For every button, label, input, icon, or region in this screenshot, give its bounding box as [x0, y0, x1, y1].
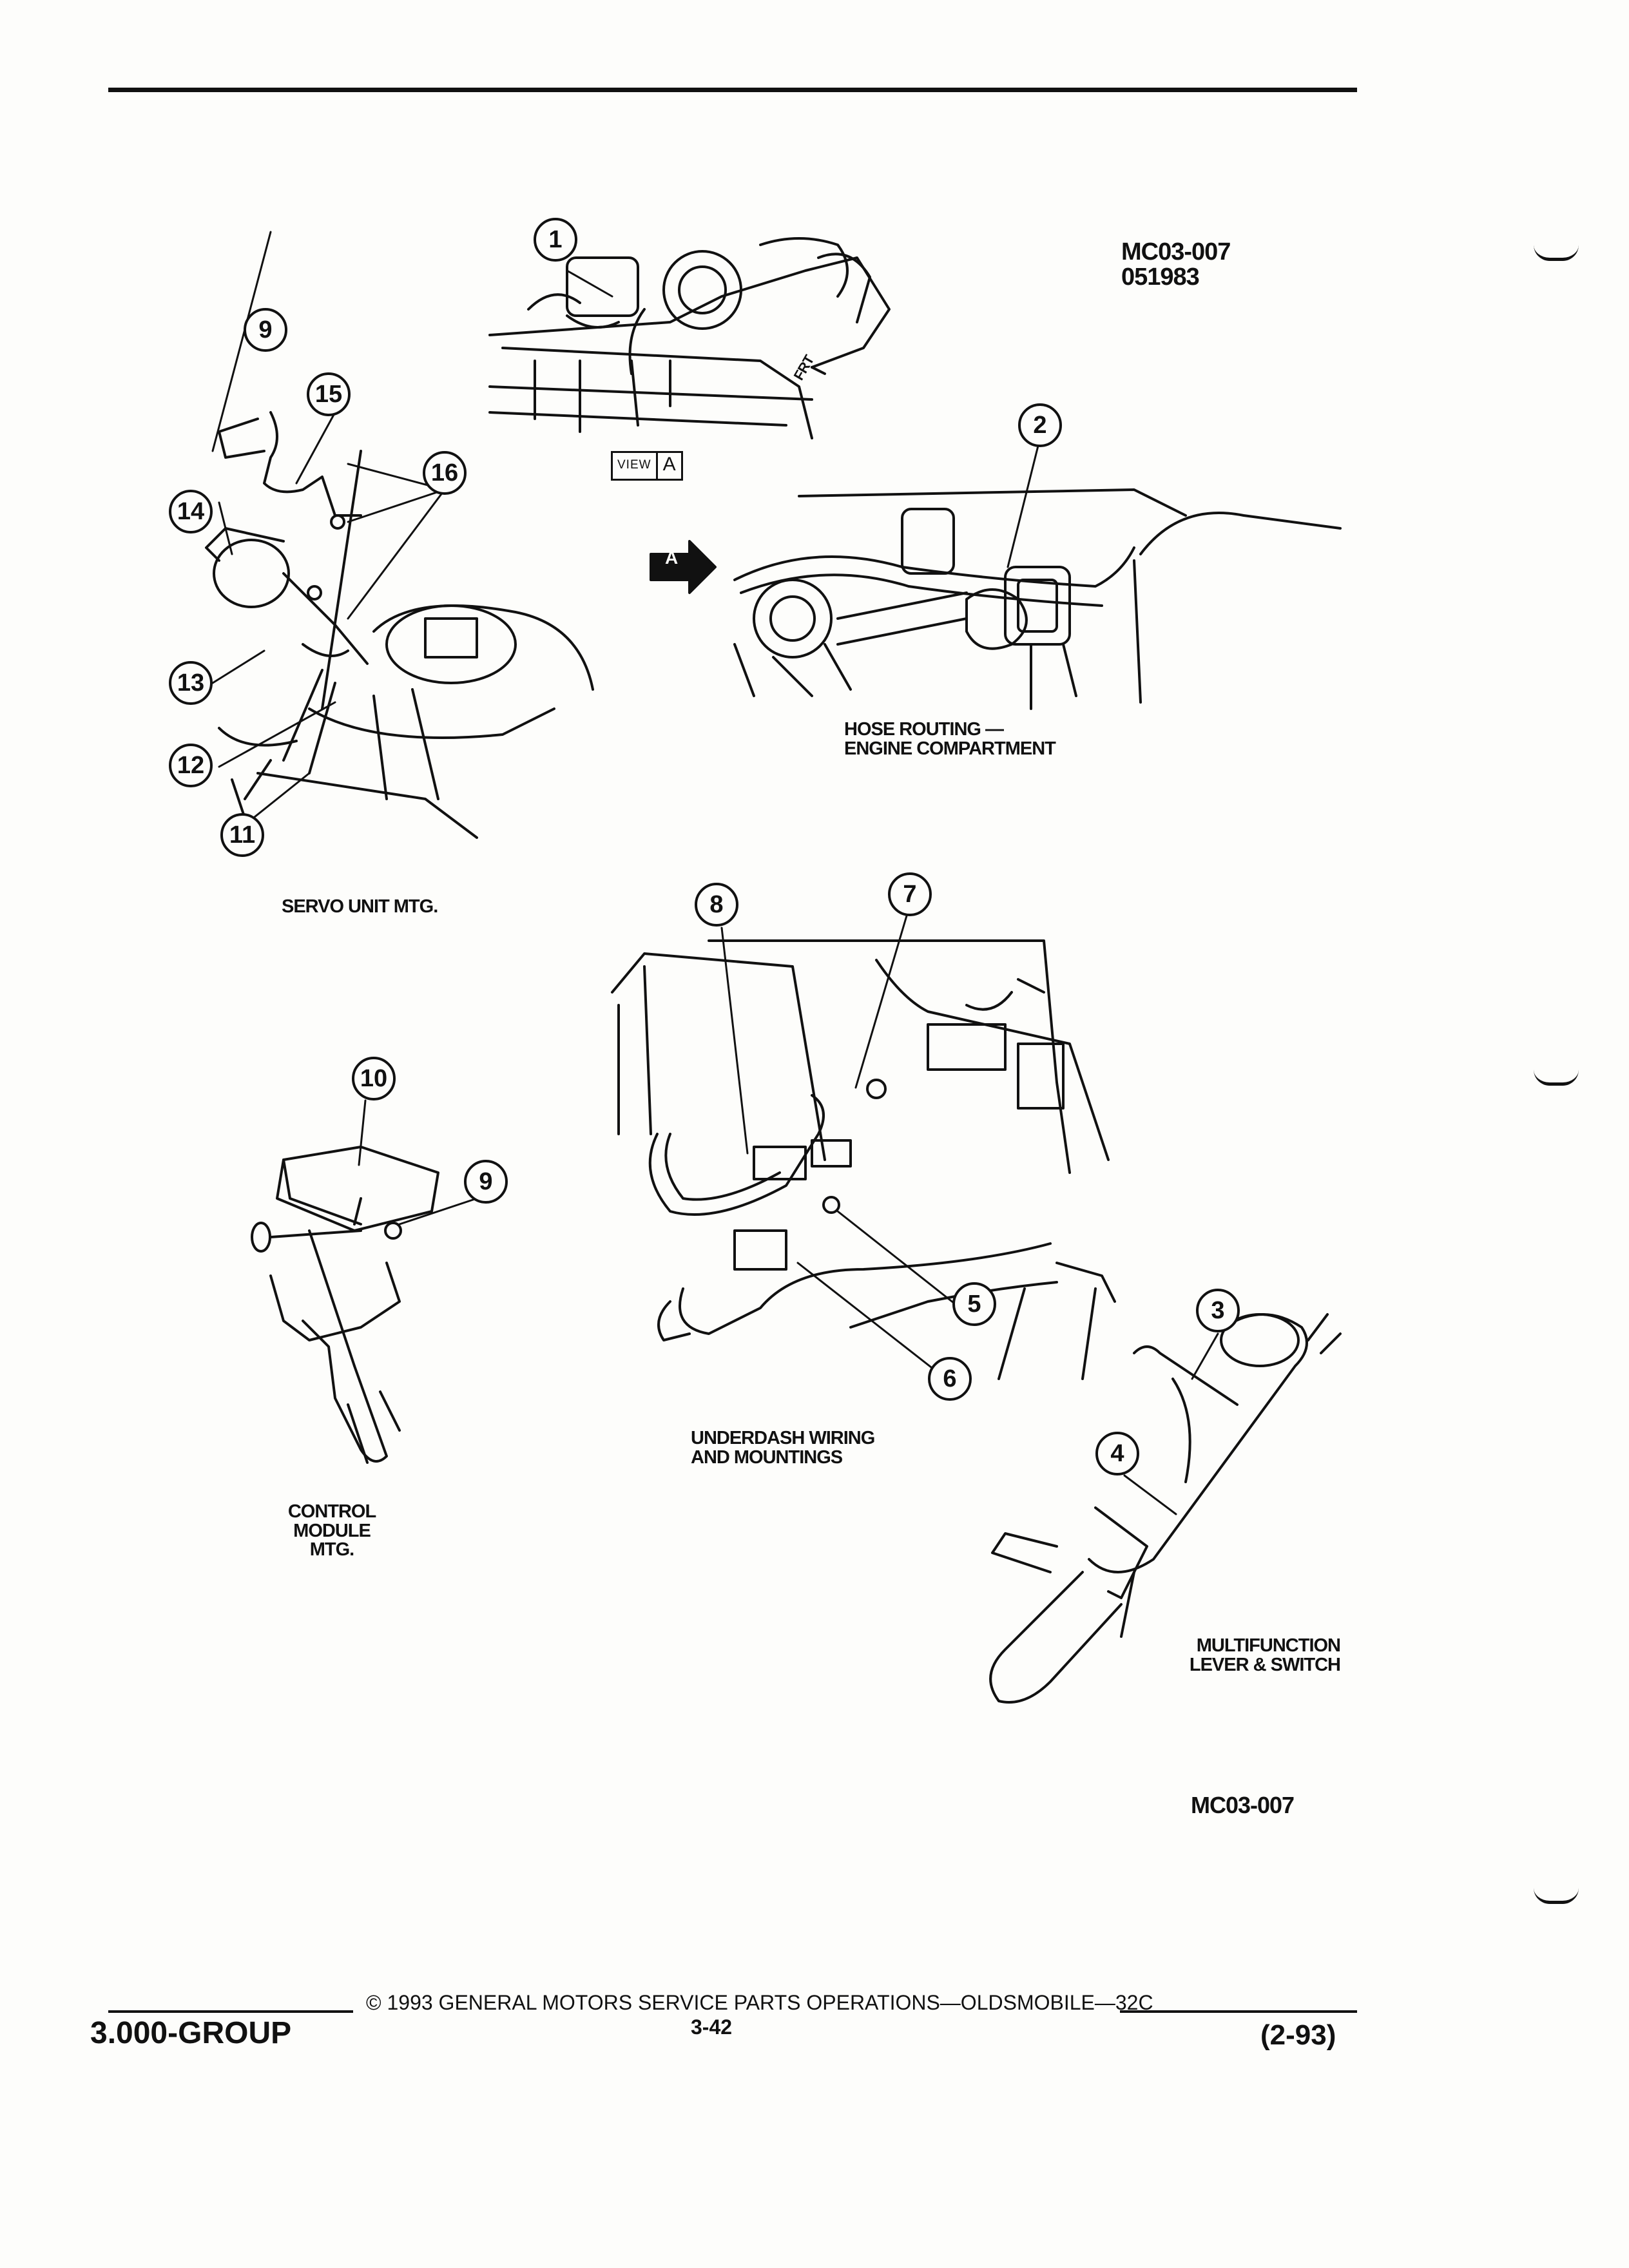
caption-underdash: UNDERDASH WIRING AND MOUNTINGS [691, 1428, 875, 1468]
view-a-direction-arrow [650, 540, 717, 594]
callout-15: 15 [307, 372, 351, 416]
callout-10: 10 [352, 1057, 396, 1100]
caption-multifunction: MULTIFUNCTION LEVER & SWITCH [1189, 1635, 1341, 1675]
caption-control-module: CONTROL MODULE MTG. [287, 1501, 376, 1561]
view-a-engine-detail [488, 237, 891, 439]
callout-12: 12 [169, 744, 213, 787]
callout-1: 1 [534, 218, 577, 262]
callout-5: 5 [952, 1282, 996, 1326]
footer-rule-left [108, 2010, 353, 2013]
callout-9-module: 9 [464, 1160, 508, 1204]
callout-16: 16 [423, 451, 467, 495]
callout-4: 4 [1095, 1432, 1139, 1475]
margin-mark [1534, 245, 1579, 261]
hose-routing-drawing [733, 488, 1342, 710]
bottom-figure-code: MC03-007 [1191, 1792, 1295, 1818]
multifunction-switch-drawing [989, 1313, 1342, 1704]
callout-2: 2 [1018, 403, 1062, 447]
callout-11: 11 [220, 813, 264, 857]
callout-9-servo: 9 [244, 308, 287, 352]
caption-servo-unit: SERVO UNIT MTG. [282, 896, 438, 917]
footer-date: (2-93) [1260, 2019, 1336, 2051]
caption-hose-routing: HOSE ROUTING — ENGINE COMPARTMENT [844, 719, 1056, 759]
margin-mark [1534, 1888, 1579, 1904]
callout-8: 8 [695, 883, 738, 927]
callout-6: 6 [928, 1357, 972, 1401]
frt-arrow [811, 366, 826, 375]
footer-page-number: 3-42 [691, 2015, 733, 2039]
footer-group: 3.000-GROUP [90, 2016, 292, 2050]
callout-3: 3 [1196, 1289, 1240, 1332]
leader-lines [211, 231, 1219, 1515]
control-module-drawing [251, 1146, 439, 1464]
top-rule [108, 88, 1357, 92]
underdash-wiring-drawing [611, 939, 1116, 1380]
arrow-letter: A [665, 548, 678, 568]
view-a-label: VIEW A [611, 451, 683, 481]
callout-13: 13 [169, 661, 213, 705]
callout-14: 14 [169, 490, 213, 533]
figure-code: MC03-007 051983 [1121, 238, 1231, 291]
footer-rule-right [1120, 2010, 1357, 2013]
callout-7: 7 [888, 872, 932, 916]
servo-unit-drawing [205, 411, 594, 839]
margin-mark [1534, 1070, 1579, 1086]
footer-copyright: © 1993 GENERAL MOTORS SERVICE PARTS OPER… [366, 1991, 1153, 2014]
